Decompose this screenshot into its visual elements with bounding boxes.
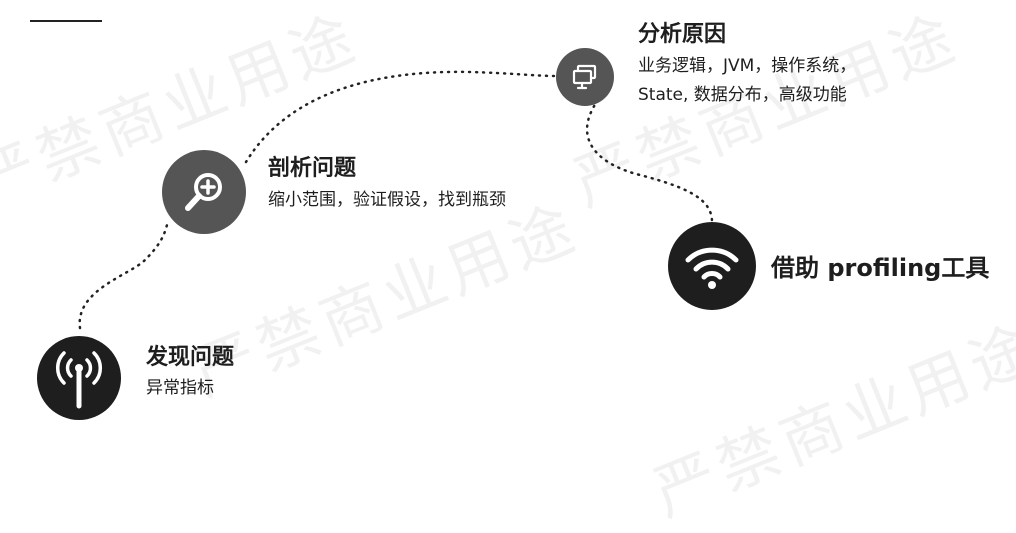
- antenna-icon: [56, 351, 102, 409]
- step-1-title: 发现问题: [146, 345, 235, 370]
- windows-icon: [572, 64, 597, 90]
- wifi-icon: [685, 247, 739, 289]
- step-3-title: 分析原因: [638, 22, 727, 47]
- step-1-node: [37, 336, 121, 420]
- connector-path-2-3: [244, 70, 558, 164]
- step-2-desc: 缩小范围，验证假设，找到瓶颈: [268, 190, 506, 210]
- zoom-in-icon: [185, 173, 222, 211]
- connector-paths: [78, 70, 714, 330]
- step-3-desc: 业务逻辑，JVM，操作系统，State, 数据分布，高级功能: [638, 56, 857, 105]
- step-3-node: [556, 48, 614, 106]
- connector-path-3-4: [585, 98, 714, 224]
- step-4-node: [668, 222, 756, 310]
- step-4-title: 借助 profiling工具: [771, 254, 990, 282]
- step-2-node: [162, 150, 246, 234]
- step-1-desc: 异常指标: [146, 378, 214, 398]
- connector-path-1-2: [78, 220, 170, 330]
- top-accent-line: [30, 20, 102, 22]
- step-2-title: 剖析问题: [268, 156, 357, 181]
